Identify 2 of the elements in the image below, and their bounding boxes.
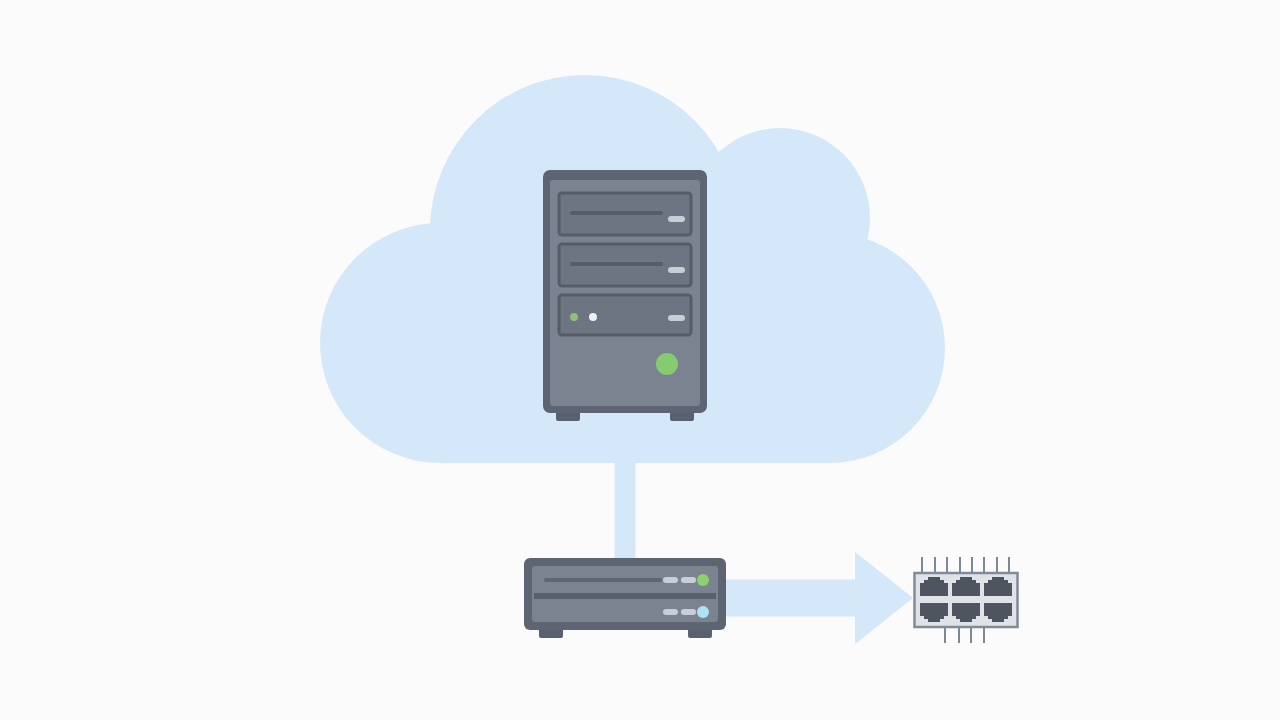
arrow — [726, 551, 913, 645]
connector-line — [614, 463, 636, 558]
